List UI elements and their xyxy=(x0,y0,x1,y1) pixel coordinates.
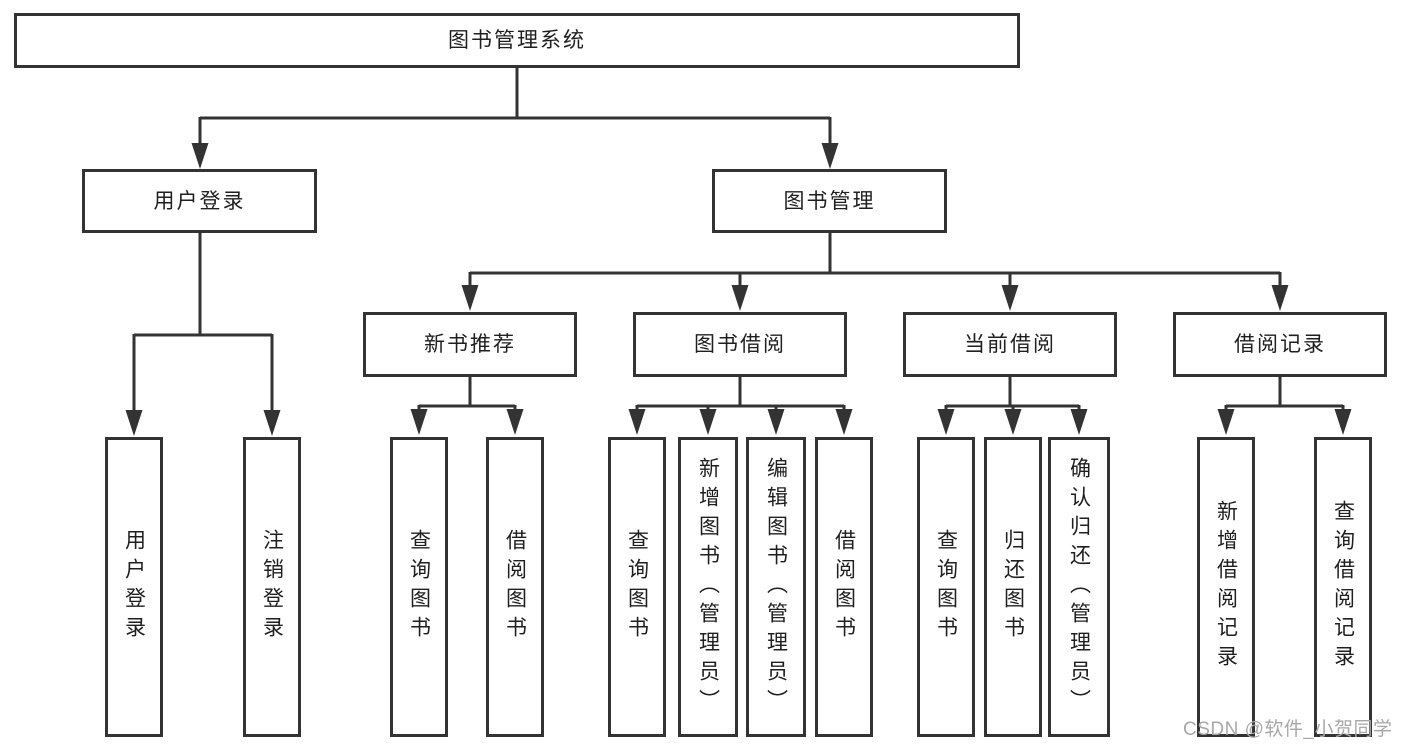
leaf-nbr-query-books: 查询图书 xyxy=(390,437,448,737)
leaf-br-query-record: 查询借阅记录 xyxy=(1314,437,1372,737)
leaf-bb-borrow-books: 借阅图书 xyxy=(815,437,873,737)
leaf-br-add-record: 新增借阅记录 xyxy=(1197,437,1255,737)
leaf-cb-return-books: 归还图书 xyxy=(984,437,1042,737)
watermark-text: CSDN @软件_小贺同学 xyxy=(1183,719,1393,740)
node-book-management: 图书管理 xyxy=(712,169,947,233)
leaf-cb-confirm-return-admin: 确认归还（管理员） xyxy=(1048,437,1110,737)
leaf-user-login: 用户登录 xyxy=(105,437,163,737)
node-current-borrowing: 当前借阅 xyxy=(903,312,1117,377)
leaf-bb-edit-books-admin: 编辑图书（管理员） xyxy=(746,437,806,737)
node-borrowing-records: 借阅记录 xyxy=(1173,312,1387,377)
node-user-login: 用户登录 xyxy=(82,169,317,233)
leaf-logout: 注销登录 xyxy=(243,437,301,737)
node-new-book-recommend: 新书推荐 xyxy=(363,312,577,377)
node-book-borrowing: 图书借阅 xyxy=(633,312,847,377)
leaf-bb-add-books-admin: 新增图书（管理员） xyxy=(678,437,738,737)
leaf-bb-query-books: 查询图书 xyxy=(608,437,666,737)
leaf-cb-query-books: 查询图书 xyxy=(917,437,975,737)
leaf-nbr-borrow-books: 借阅图书 xyxy=(486,437,544,737)
node-root-library-system: 图书管理系统 xyxy=(14,13,1020,68)
